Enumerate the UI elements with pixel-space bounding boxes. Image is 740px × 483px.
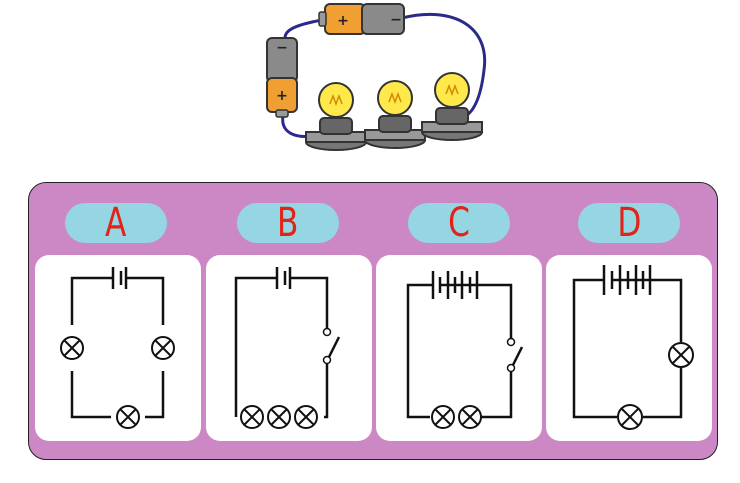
bulb-icon xyxy=(294,405,318,429)
switch-icon xyxy=(322,327,332,337)
circuit-d-diagram xyxy=(572,265,694,430)
bulb-icon xyxy=(617,404,643,430)
svg-text:−: − xyxy=(276,40,288,56)
option-b-tab[interactable]: B xyxy=(237,203,339,243)
option-c-tab[interactable]: C xyxy=(408,203,510,243)
svg-text:+: + xyxy=(276,88,288,104)
battery-bulbs-illustration: + − − + xyxy=(266,3,487,151)
circuit-d-card[interactable] xyxy=(546,255,712,441)
battery-horizontal: + − xyxy=(318,3,405,35)
bulb-icon xyxy=(364,80,426,149)
option-d-tab[interactable]: D xyxy=(578,203,680,243)
bulb-icon xyxy=(267,405,291,429)
battery-plus: + xyxy=(337,13,349,29)
switch-lever xyxy=(326,336,341,360)
option-a-label: A xyxy=(105,200,127,246)
circuit-a-card[interactable] xyxy=(35,255,201,441)
options-panel: A B C D xyxy=(28,182,718,460)
switch-lever xyxy=(510,346,524,368)
option-a-tab[interactable]: A xyxy=(65,203,167,243)
wire xyxy=(401,12,487,120)
bulb-icon xyxy=(458,405,482,429)
circuit-c-diagram xyxy=(406,271,524,429)
bulb-icon xyxy=(421,72,483,141)
battery-minus: − xyxy=(390,12,402,28)
bulb-icon xyxy=(305,82,367,151)
switch-icon xyxy=(506,337,516,347)
bulb-icon xyxy=(60,336,84,360)
circuit-b-diagram xyxy=(234,267,341,429)
circuit-b-card[interactable] xyxy=(206,255,372,441)
battery-vertical: − + xyxy=(266,37,298,118)
wire xyxy=(283,18,323,39)
switch-icon xyxy=(322,355,332,365)
option-c-label: C xyxy=(448,200,470,246)
switch-icon xyxy=(506,363,516,373)
bulb-icon xyxy=(116,405,140,429)
circuit-a-diagram xyxy=(60,267,175,429)
bulb-icon xyxy=(431,405,455,429)
circuit-c-card[interactable] xyxy=(376,255,542,441)
option-b-label: B xyxy=(277,200,299,246)
option-d-label: D xyxy=(616,200,642,246)
bulb-icon xyxy=(151,336,175,360)
bulb-icon xyxy=(668,342,694,368)
bulb-icon xyxy=(240,405,264,429)
